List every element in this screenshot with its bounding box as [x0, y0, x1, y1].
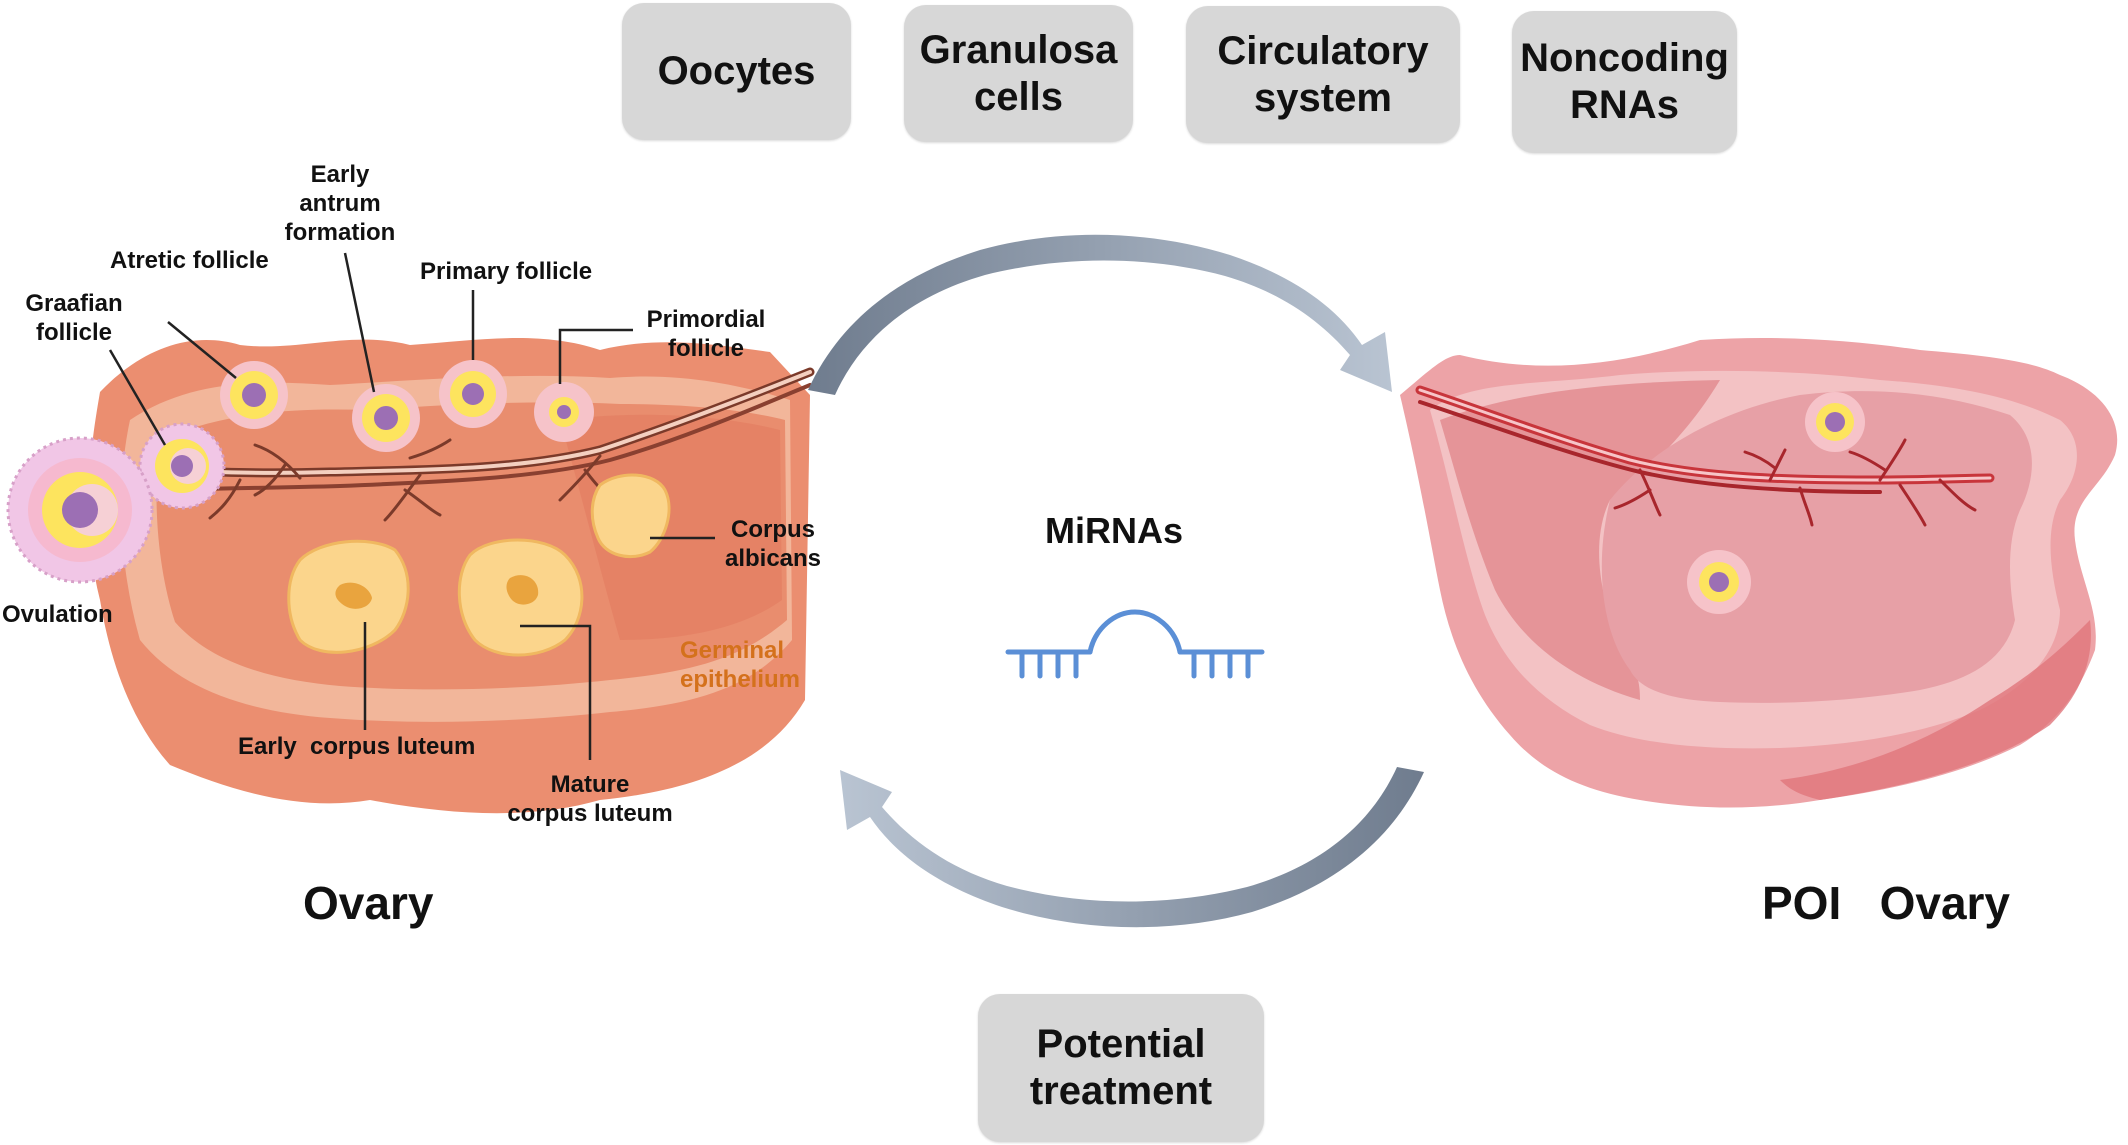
ovulation-label: Ovulation	[2, 601, 113, 628]
poi-ovary-inner-dark	[1440, 380, 1720, 700]
potential-treatment-box: Potential treatment	[978, 994, 1264, 1142]
ovary-inner	[560, 414, 782, 640]
circulatory-system-box: Circulatory system	[1186, 6, 1460, 143]
mirna-icon	[1005, 609, 1265, 679]
early-antrum-label: Early antrum formation	[284, 161, 396, 246]
top-arrow	[808, 234, 1392, 395]
leader-lines	[108, 252, 715, 760]
corpus-albicans-label: Corpus albicans	[724, 516, 822, 572]
ovary-title: Ovary	[303, 877, 434, 929]
noncoding-rnas-box: Noncoding RNAs	[1512, 11, 1737, 153]
poi-follicles	[1687, 392, 1865, 614]
healthy-ovary	[6, 252, 815, 814]
graafian-follicle-label: Graafian follicle	[25, 290, 123, 346]
corpus-albicans-shape	[590, 473, 671, 559]
granulosa-cells-box: Granulosa cells	[904, 5, 1133, 142]
mature-corpus-luteum-label: Mature corpus luteum	[507, 771, 673, 827]
germinal-epithelium-label: Germinal epithelium	[680, 637, 801, 693]
poi-ovary-medulla	[1601, 391, 2032, 703]
poi-vessels	[1415, 385, 1995, 527]
early-corpus-luteum-label: Early corpus luteum	[238, 733, 476, 760]
atretic-follicle-label: Atretic follicle	[110, 247, 269, 274]
primary-follicle-label: Primary follicle	[420, 258, 593, 285]
primordial-follicle-label: Primordial follicle	[646, 306, 766, 362]
bottom-arrow	[840, 767, 1424, 928]
mirnas-label: MiRNAs	[1045, 510, 1184, 551]
oocytes-box: Oocytes	[622, 3, 851, 140]
cycle-arrows	[808, 234, 1424, 928]
poi-ovary-bottom	[1780, 620, 2091, 800]
follicles	[6, 360, 594, 584]
poi-ovary-title: POI Ovary	[1762, 877, 2011, 929]
mature-corpus-luteum-core	[506, 575, 539, 605]
early-corpus-luteum-core	[335, 582, 372, 609]
poi-ovary	[1400, 338, 2118, 808]
